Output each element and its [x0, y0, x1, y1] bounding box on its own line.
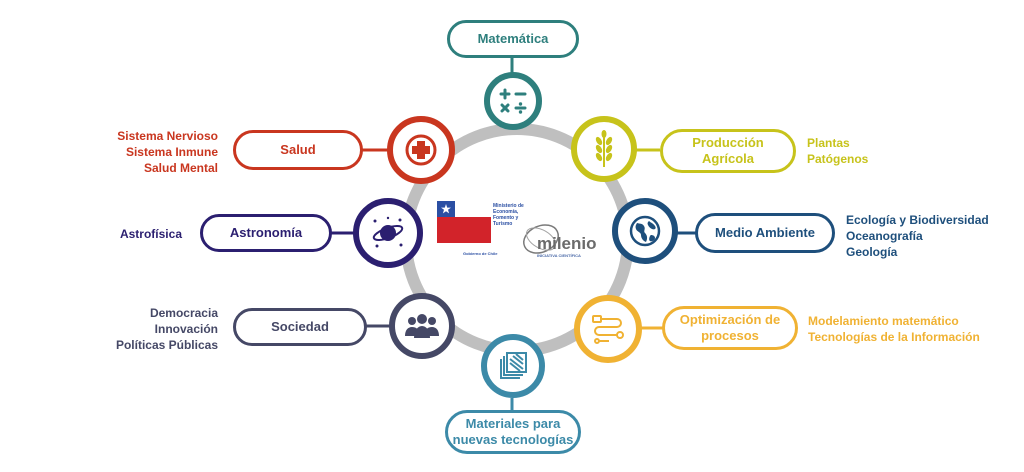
logo-milenio-sub: INICIATIVA CIENTÍFICA: [537, 253, 581, 258]
desc-salud-3: Salud Mental: [143, 161, 218, 175]
logo-ministerio-line-4: Turismo: [493, 221, 512, 227]
node-materiales-pill[interactable]: Materiales para nuevas tecnologías: [445, 410, 581, 454]
center-logos: Ministerio de Economía, Fomento y Turism…: [437, 195, 597, 267]
logo-milenio: milenio: [537, 234, 597, 253]
node-salud-circle[interactable]: [387, 116, 455, 184]
node-produccion-label: Producción Agrícola: [692, 135, 764, 166]
node-medio-label: Medio Ambiente: [715, 225, 815, 241]
node-produccion-circle[interactable]: [571, 116, 637, 182]
node-optimizacion-label: Optimización de procesos: [679, 312, 781, 343]
desc-medio: Ecología y Biodiversidad Oceanografía Ge…: [846, 212, 989, 260]
health-cross-icon: [405, 134, 437, 166]
node-sociedad-circle[interactable]: [389, 293, 455, 359]
node-matematica-pill[interactable]: Matemática: [447, 20, 579, 58]
desc-optimizacion-1: Modelamiento matemático: [808, 314, 959, 328]
desc-astronomia: Astrofísica: [120, 226, 182, 242]
logo-ministerio-line-1: Ministerio de: [493, 203, 524, 209]
node-produccion-pill[interactable]: Producción Agrícola: [660, 129, 796, 173]
logo-ministerio-line-2: Economía,: [493, 209, 519, 215]
desc-sociedad-2: Innovación: [154, 322, 218, 336]
wheat-icon: [595, 130, 613, 167]
node-optimizacion-circle[interactable]: [574, 295, 642, 363]
desc-sociedad-1: Democracia: [149, 306, 218, 320]
node-medio-circle[interactable]: [612, 198, 678, 264]
calculator-icon: [499, 88, 527, 114]
node-astronomia-label: Astronomía: [229, 225, 303, 241]
desc-optimizacion: Modelamiento matemático Tecnologías de l…: [808, 313, 980, 345]
node-astronomia-circle[interactable]: [353, 198, 423, 268]
planet-icon: [372, 216, 404, 248]
node-sociedad-pill[interactable]: Sociedad: [233, 308, 367, 346]
node-medio-pill[interactable]: Medio Ambiente: [695, 213, 835, 253]
globe-icon: [629, 215, 661, 247]
desc-produccion-1: Plantas: [807, 136, 850, 150]
desc-medio-1: Ecología y Biodiversidad: [846, 213, 989, 227]
milenio-logo: milenio INICIATIVA CIENTÍFICA: [523, 224, 597, 258]
logo-ministerio-line-3: Fomento y: [493, 215, 518, 221]
desc-salud-1: Sistema Nervioso: [117, 129, 218, 143]
node-sociedad-label: Sociedad: [271, 319, 329, 335]
node-salud-label: Salud: [280, 142, 316, 158]
desc-sociedad: Democracia Innovación Políticas Públicas: [116, 305, 218, 353]
logo-group: Ministerio de Economía, Fomento y Turism…: [437, 201, 597, 258]
desc-salud: Sistema Nervioso Sistema Inmune Salud Me…: [117, 128, 218, 176]
desc-astronomia-1: Astrofísica: [119, 227, 182, 241]
desc-optimizacion-2: Tecnologías de la Información: [808, 330, 980, 344]
materials-icon: [500, 352, 527, 379]
node-matematica-label: Matemática: [477, 31, 549, 47]
desc-sociedad-3: Políticas Públicas: [115, 338, 218, 352]
node-salud-pill[interactable]: Salud: [233, 130, 363, 170]
process-flow-icon: [592, 315, 624, 344]
desc-salud-2: Sistema Inmune: [125, 145, 218, 159]
government-logo: Ministerio de Economía, Fomento y Turism…: [437, 201, 524, 256]
desc-medio-3: Geología: [846, 245, 898, 259]
node-materiales-label: Materiales para nuevas tecnologías: [452, 416, 574, 447]
people-icon: [405, 314, 439, 338]
node-astronomia-pill[interactable]: Astronomía: [200, 214, 332, 252]
node-matematica-circle[interactable]: [484, 72, 542, 130]
desc-produccion-2: Patógenos: [807, 152, 869, 166]
desc-produccion: Plantas Patógenos: [807, 135, 868, 167]
logo-gobierno: Gobierno de Chile: [463, 251, 498, 256]
node-optimizacion-pill[interactable]: Optimización de procesos: [662, 306, 798, 350]
node-materiales-circle[interactable]: [481, 334, 545, 398]
desc-medio-2: Oceanografía: [846, 229, 923, 243]
